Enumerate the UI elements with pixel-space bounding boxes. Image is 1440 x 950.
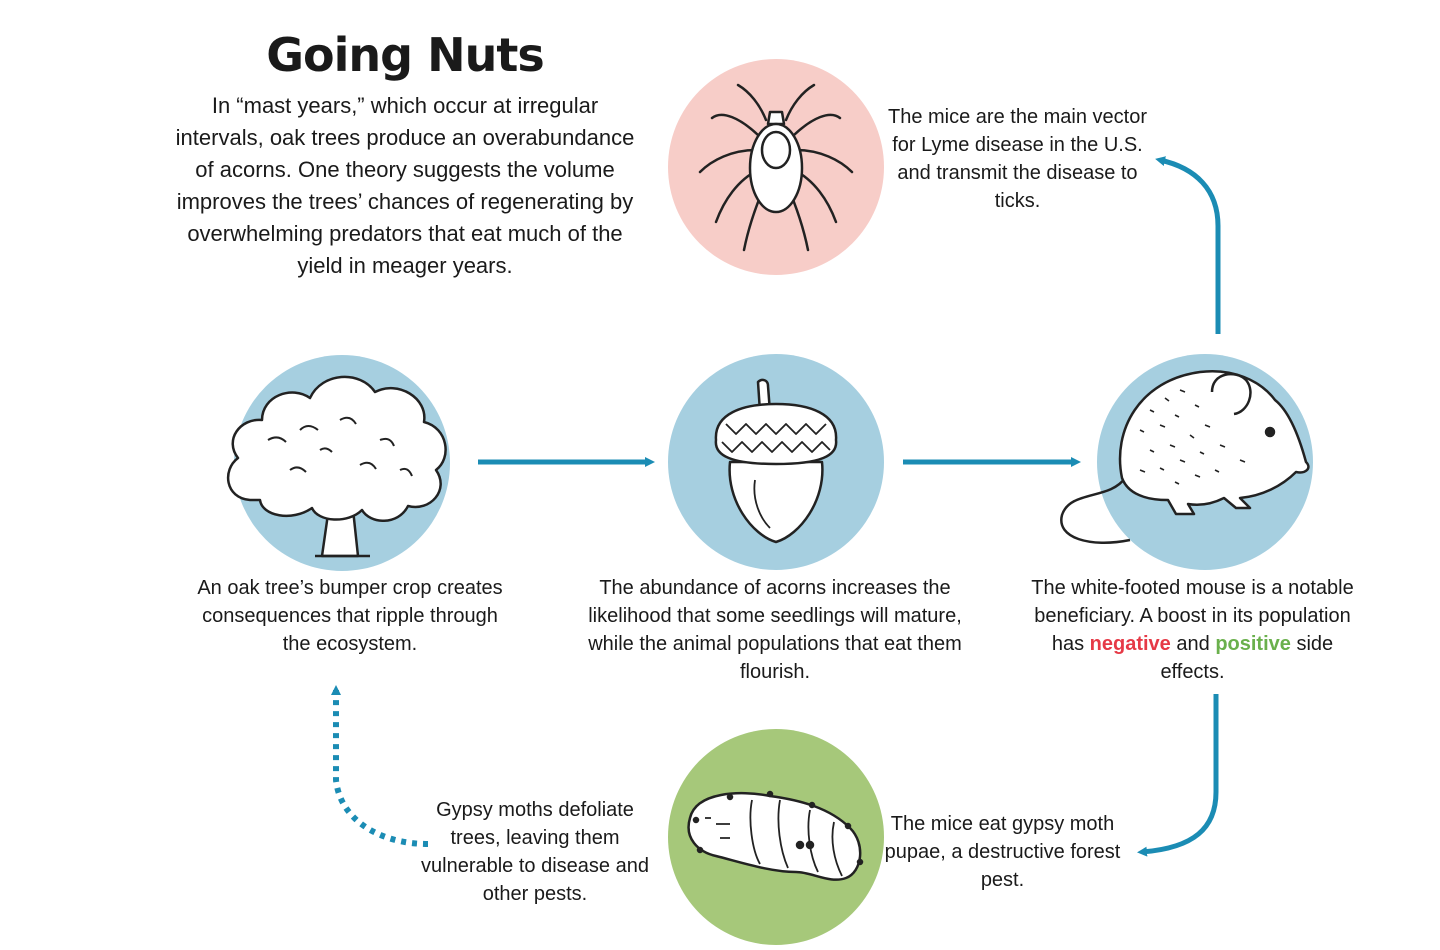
arrow-mouse-to-pupa: [1137, 694, 1219, 857]
intro-text: In “mast years,” which occur at irregula…: [175, 93, 635, 278]
tick-caption: The mice are the main vector for Lyme di…: [888, 106, 1147, 212]
mouse-caption-start: The white-footed mouse is a notable bene…: [1031, 577, 1354, 655]
moth-caption: Gypsy moths defoliate trees, leaving the…: [421, 799, 649, 905]
negative-label: negative: [1089, 633, 1171, 655]
page-title: Going Nuts: [266, 28, 544, 82]
acorn-caption: The abundance of acorns increases the li…: [588, 577, 962, 683]
mouse-caption-and: and: [1176, 633, 1210, 655]
arrow-moth-to-oak: [331, 685, 429, 847]
tick-icon: [698, 83, 854, 252]
arrow-mouse-to-tick: [1155, 156, 1221, 334]
mouse-caption-end: side effects.: [1160, 633, 1334, 683]
oak-caption: An oak tree’s bumper crop creates conseq…: [197, 577, 503, 655]
pupa-caption: The mice eat gypsy moth pupae, a destruc…: [884, 813, 1121, 891]
acorn-icon: [714, 378, 838, 544]
mouse-caption: The white-footed mouse is a notable bene…: [1030, 574, 1355, 686]
moth-pupa-icon: [687, 790, 864, 881]
positive-label: positive: [1215, 633, 1291, 655]
mouse-icon: [1060, 370, 1310, 544]
oak-tree-icon: [226, 375, 447, 558]
